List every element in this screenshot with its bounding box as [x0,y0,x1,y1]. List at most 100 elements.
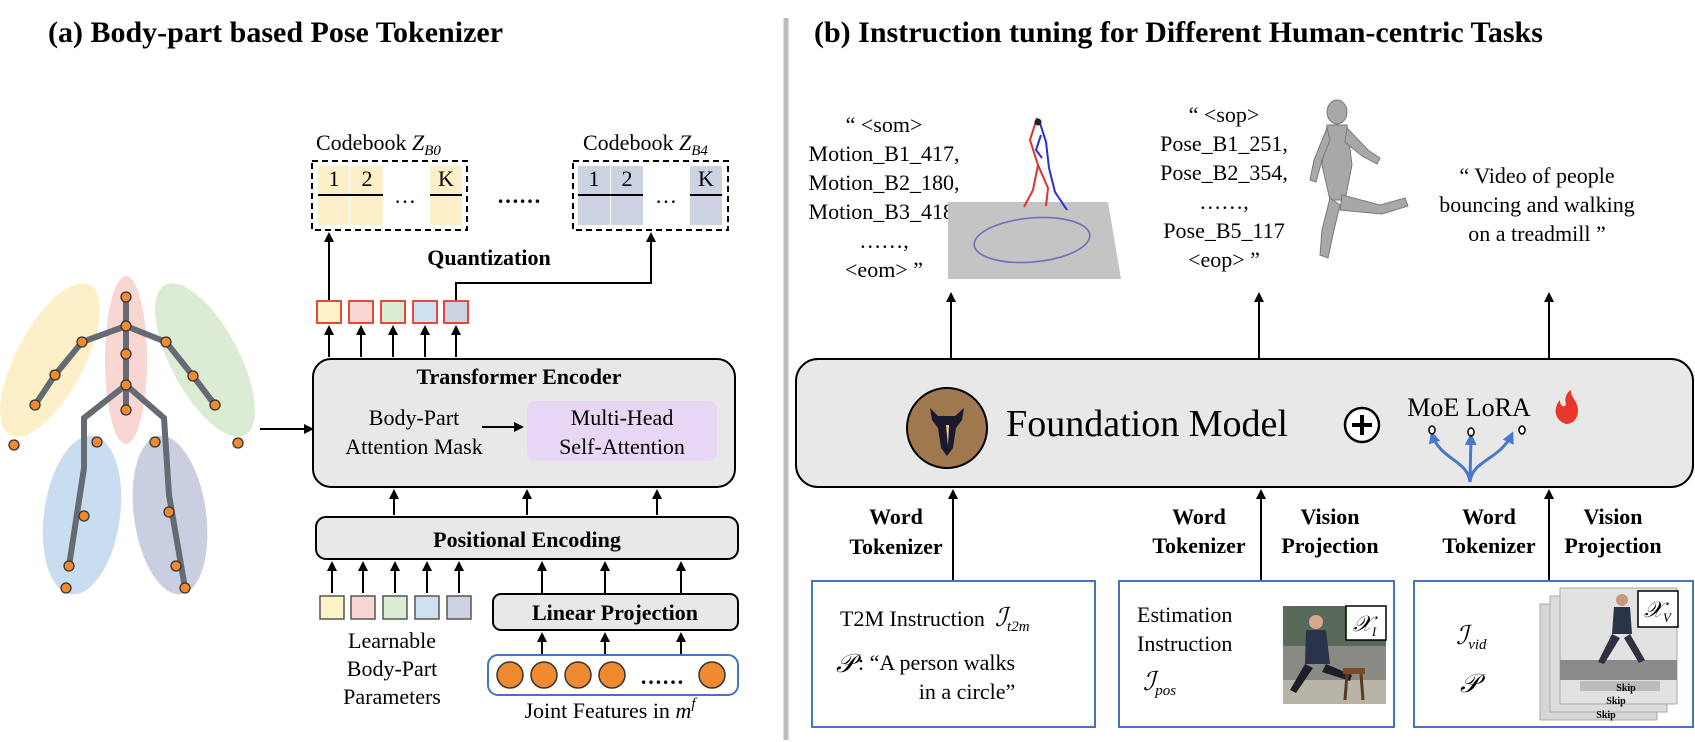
motion-line-5: ……, [859,228,909,253]
linear-projection-block [492,593,739,631]
word-tokenizer-1-line2: Tokenizer [849,534,943,559]
codebook-b4-box [572,160,729,231]
pose-line-6: <eop> ” [1188,247,1260,272]
pose-line-2: Pose_B1_251, [1160,131,1288,156]
word-tokenizer-1-line1: Word [869,504,923,529]
joint-feature-circles [496,661,726,689]
motion-line-4: Motion_B3_418, [809,199,960,224]
positional-to-encoder-arrows [389,489,662,515]
foundation-model-block [795,358,1694,488]
motion-token-output: “ <som> Motion_B1_417, Motion_B2_180, Mo… [809,112,960,282]
foundation-model-label: Foundation Model [1006,403,1288,445]
vision-projection-1-line2: Projection [1281,533,1378,558]
video-symbol: ℐvid [1456,621,1487,653]
joint-feature-n [698,661,726,689]
motion-line-6: <eom> ” [845,257,923,282]
estimation-line2: Instruction [1137,631,1232,656]
param-square-4 [414,595,440,620]
joint-feature-ellipsis: …… [640,664,684,689]
t2m-instruction-card [811,580,1096,728]
encoder-output-arrows [324,325,461,357]
transformer-encoder-title: Transformer Encoder [416,364,621,389]
model-output-arrows [946,292,1554,358]
pose-line-1: “ <sop> [1189,102,1260,127]
linear-projection-label: Linear Projection [532,600,698,625]
joints-to-projection-arrows [537,632,686,655]
motion-line-3: Motion_B2_180, [809,170,960,195]
moe-lora-label: MoE LoRA [1407,393,1531,422]
joint-feature-2 [530,661,558,689]
panel-a-title: (a) Body-part based Pose Tokenizer [48,16,503,49]
skip-label-3: Skip [1616,683,1636,694]
learnable-param-squares [319,595,472,620]
joint-features-caption: Joint Features in mf [525,696,698,723]
vision-projection-1-line1: Vision [1300,504,1359,529]
positional-encoding-block [315,516,739,560]
video-line-1: “ Video of people [1459,163,1614,188]
motion-line-1: “ <som> [846,112,923,137]
param-square-1 [319,595,345,620]
encoded-token-5 [443,300,469,324]
param-square-2 [350,595,376,620]
joint-feature-4 [598,661,626,689]
video-caption-output: “ Video of people bouncing and walking o… [1439,163,1635,246]
estimation-symbol: ℐpos [1143,667,1176,699]
expert-nodes [1428,425,1526,437]
model-logo-icon [906,387,988,469]
encoded-token-3 [380,300,406,324]
self-attention-line1: Multi-Head [571,405,674,430]
word-tokenizer-3-line2: Tokenizer [1442,533,1536,558]
vision-projection-2-line1: Vision [1583,504,1642,529]
codebook-b4-label-2: 2 [622,166,633,191]
quantization-label: Quantization [427,245,550,270]
codebook-b0-label-k: K [438,166,454,191]
vision-projection-2-line2: Projection [1564,533,1661,558]
learnable-params-line3: Parameters [343,684,441,709]
codebook-b0-title: Codebook ZB0 [316,130,441,159]
encoded-token-2 [348,300,374,324]
positional-encoding-label: Positional Encoding [433,527,621,552]
video-image-tag [1637,590,1679,628]
codebook-b0-ellipsis: … [394,183,416,208]
joint-feature-3 [564,661,592,689]
codebook-b4-label-1: 1 [589,166,600,191]
joint-feature-1 [496,661,524,689]
motion-render-image [948,117,1121,279]
estimation-image-tag [1345,605,1387,641]
learnable-params-line2: Body-Part [347,656,437,681]
codebook-b4-ellipsis: … [655,183,677,208]
word-tokenizer-2-line2: Tokenizer [1152,533,1246,558]
moe-routing-icon [1428,431,1514,483]
word-tokenizer-2-line1: Word [1172,504,1226,529]
panel-b-title: (b) Instruction tuning for Different Hum… [814,16,1543,49]
pose-line-4: ……, [1199,189,1249,214]
codebook-ellipsis: …… [497,183,541,208]
video-line-3: on a treadmill ” [1468,221,1605,246]
learnable-params-line1: Learnable [348,628,436,653]
plus-icon [1343,406,1381,444]
codebook-b4-title: Codebook ZB4 [583,130,708,159]
estimation-line1: Estimation [1137,602,1232,627]
skip-label-2: Skip [1606,696,1626,707]
input-encoder-labels: Word Tokenizer Word Tokenizer Vision Pro… [849,504,1661,559]
model-input-arrows [948,489,1554,580]
encoded-token-1 [316,300,342,324]
video-line-2: bouncing and walking [1439,192,1635,217]
codebook-b0-label-1: 1 [329,166,340,191]
self-attention-line2: Self-Attention [559,434,685,459]
quantize-arrow-b4 [455,232,656,300]
word-tokenizer-3-line1: Word [1462,504,1516,529]
pose-line-5: Pose_B5_117 [1163,218,1284,243]
attention-mask-line1: Body-Part [369,405,459,430]
t2m-prompt-line2: in a circle” [919,679,1016,704]
skip-label-1: Skip [1596,710,1616,721]
video-skip-labels: Skip Skip Skip [1596,683,1636,721]
pose-line-3: Pose_B2_354, [1160,160,1288,185]
codebook-b0-label-2: 2 [362,166,373,191]
params-to-positional-arrows [327,561,686,593]
attention-mask-line2: Attention Mask [345,434,483,459]
codebook-b0-box [311,160,468,231]
estimation-photo [1283,606,1386,704]
